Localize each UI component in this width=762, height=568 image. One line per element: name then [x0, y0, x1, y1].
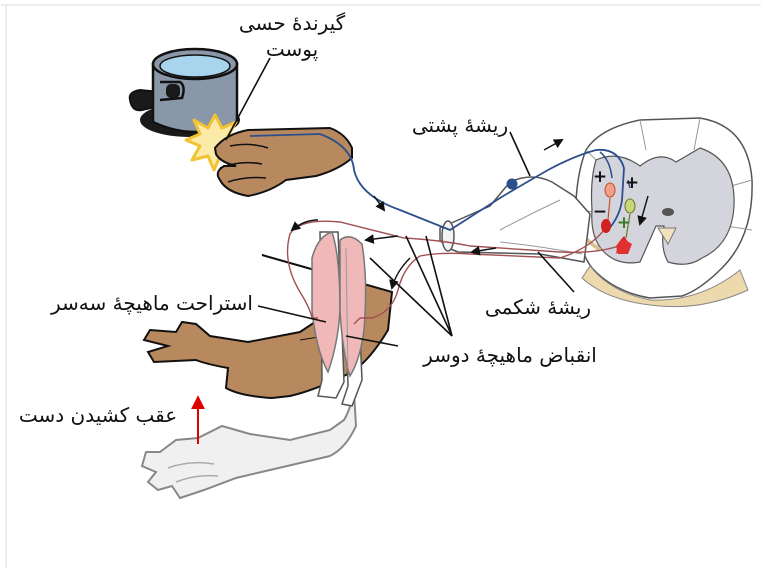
- inhibitory-sign: −: [593, 202, 607, 222]
- label-dorsal-root: ریشهٔ پشتی: [412, 113, 508, 138]
- excitatory-sign: +: [617, 213, 631, 233]
- label-sensory-receptor: گیرندهٔ حسی: [239, 11, 346, 35]
- label-withdraw-hand: عقب کشیدن دست: [19, 403, 177, 427]
- label-ventral-root: ریشهٔ شکمی: [485, 295, 591, 319]
- excitatory-sign: +: [593, 167, 607, 187]
- label-skin: پوست: [266, 37, 318, 62]
- hot-pot-icon: [130, 49, 240, 137]
- excitatory-sign: +: [625, 173, 639, 193]
- label-triceps-relax: استراحت ماهیچهٔ سه‌سر: [50, 291, 253, 315]
- label-biceps-contract: انقباض ماهیچهٔ دوسر: [422, 343, 597, 367]
